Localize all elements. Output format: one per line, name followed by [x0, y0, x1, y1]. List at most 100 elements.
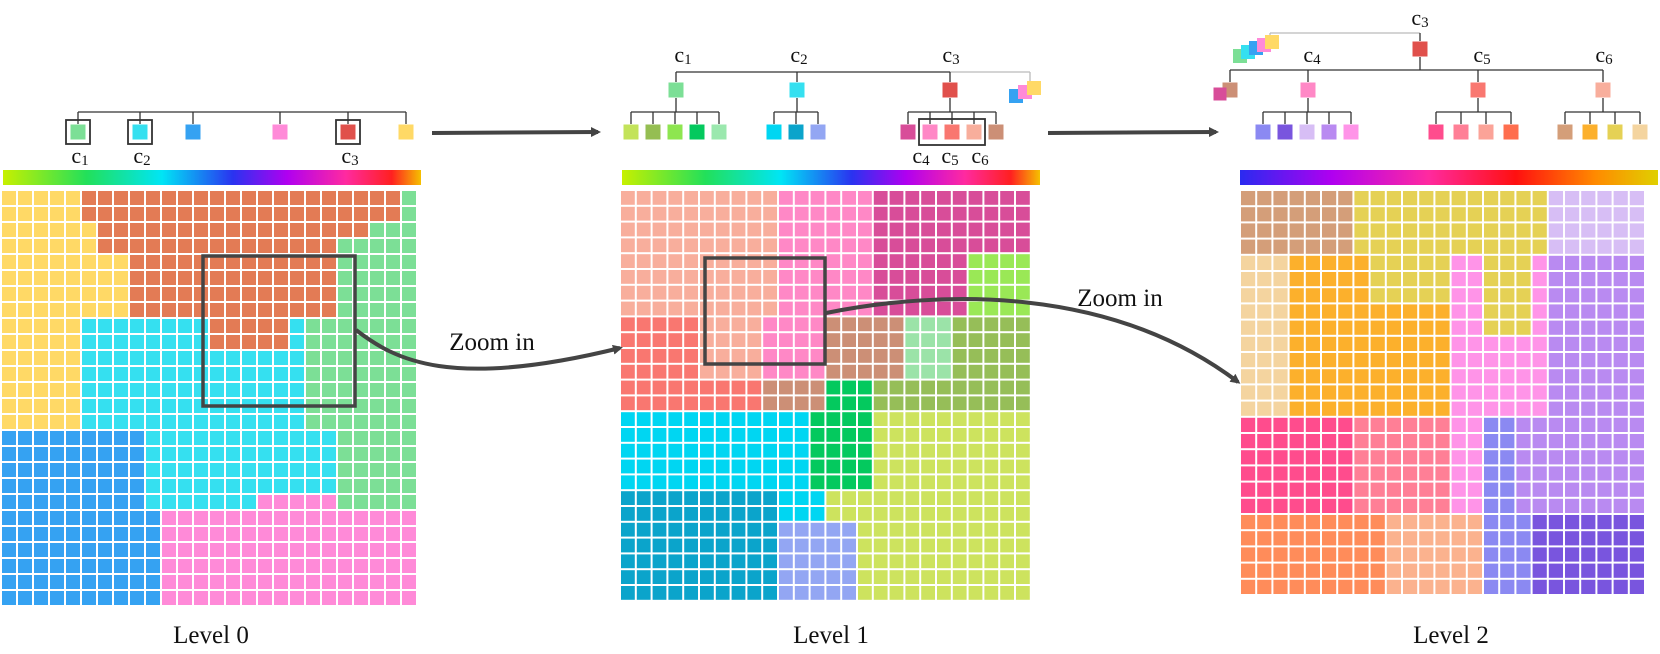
grid-cell	[178, 351, 192, 365]
grid-cell	[779, 349, 793, 363]
grid-cell	[621, 428, 635, 442]
grid-cell	[937, 491, 951, 505]
grid-cell	[1419, 255, 1434, 270]
grid-cell	[50, 591, 64, 605]
grid-cell	[715, 396, 730, 411]
grid-cell	[842, 270, 856, 284]
grid-cell	[1548, 288, 1563, 303]
grid-cell	[1000, 254, 1014, 268]
grid-cell	[402, 447, 416, 461]
grid-cell	[1548, 466, 1563, 481]
grid-cell	[146, 351, 160, 365]
grid-cell	[114, 415, 128, 429]
grid-cell	[1532, 482, 1547, 497]
grid-cell	[242, 191, 256, 205]
grid-cell	[50, 431, 64, 445]
grid-cell	[82, 367, 96, 381]
grid-cell	[715, 301, 730, 316]
grid-cell	[1273, 336, 1288, 351]
grid-cell	[338, 511, 352, 525]
leaf-node	[944, 124, 960, 140]
grid-cell	[889, 254, 904, 268]
grid-cell	[1289, 498, 1304, 513]
grid-cell	[274, 527, 288, 541]
grid-cell	[1289, 563, 1304, 578]
grid-cell	[258, 527, 272, 541]
grid-cell	[162, 527, 176, 541]
grid-cell	[1241, 385, 1256, 400]
grid-cell	[178, 287, 192, 301]
grid-cell	[290, 431, 304, 445]
grid-cell	[968, 459, 983, 474]
grid-cell	[1016, 380, 1030, 395]
grid-cell	[1386, 207, 1401, 222]
grid-cell	[194, 271, 208, 285]
grid-cell	[1419, 434, 1434, 449]
grid-cell	[1403, 417, 1418, 432]
grid-cell	[82, 495, 96, 509]
grid-cell	[763, 364, 777, 379]
grid-cell	[652, 238, 667, 253]
grid-cell	[98, 335, 112, 349]
grid-cell	[873, 206, 888, 221]
grid-cell	[1532, 385, 1547, 400]
grid-cell	[1532, 336, 1547, 351]
grid-cell	[290, 415, 304, 429]
grid-cell	[386, 303, 400, 317]
grid-cell	[1370, 385, 1385, 400]
grid-cell	[889, 301, 904, 316]
grid-cell	[50, 399, 64, 413]
grid-cell	[1484, 223, 1499, 238]
grid-cell	[621, 491, 635, 505]
level-2-grid	[1241, 191, 1644, 594]
grid-cell	[1548, 239, 1563, 254]
grid-cell	[2, 543, 16, 557]
grid-cell	[2, 495, 16, 509]
grid-cell	[1467, 320, 1482, 335]
cluster-label-c4: c4	[1303, 42, 1321, 68]
grid-cell	[1322, 255, 1337, 270]
grid-cell	[731, 459, 746, 474]
grid-cell	[1289, 304, 1304, 319]
grid-cell	[1516, 579, 1531, 594]
grid-cell	[873, 238, 888, 253]
grid-cell	[210, 271, 224, 285]
grid-cell	[274, 191, 288, 205]
grid-cell	[34, 591, 48, 605]
grid-cell	[402, 559, 416, 573]
grid-cell	[386, 559, 400, 573]
grid-cell	[937, 522, 951, 537]
grid-cell	[810, 191, 825, 205]
group-node	[1470, 82, 1486, 98]
grid-cell	[1241, 531, 1256, 546]
grid-cell	[636, 554, 651, 569]
grid-cell	[242, 351, 256, 365]
grid-cell	[274, 495, 288, 509]
grid-cell	[952, 507, 967, 521]
grid-cell	[258, 367, 272, 381]
grid-cell	[668, 333, 683, 347]
grid-cell	[731, 222, 746, 237]
grid-cell	[747, 349, 762, 363]
grid-cell	[242, 591, 256, 605]
grid-cell	[794, 349, 809, 363]
grid-cell	[1370, 191, 1385, 206]
grid-cell	[178, 207, 192, 221]
grid-cell	[34, 303, 48, 317]
grid-cell	[1532, 353, 1547, 368]
grid-cell	[338, 223, 352, 237]
grid-cell	[370, 399, 384, 413]
grid-cell	[636, 380, 651, 395]
grid-cell	[34, 207, 48, 221]
grid-cell	[984, 349, 999, 363]
grid-cell	[700, 475, 714, 490]
grid-cell	[1597, 515, 1612, 530]
grid-cell	[889, 538, 904, 553]
grid-cell	[968, 301, 983, 316]
grid-cell	[873, 412, 888, 426]
grid-cell	[858, 222, 872, 237]
grid-cell	[842, 285, 856, 300]
grid-cell	[1565, 353, 1580, 368]
grid-cell	[952, 333, 967, 347]
grid-cell	[810, 349, 825, 363]
